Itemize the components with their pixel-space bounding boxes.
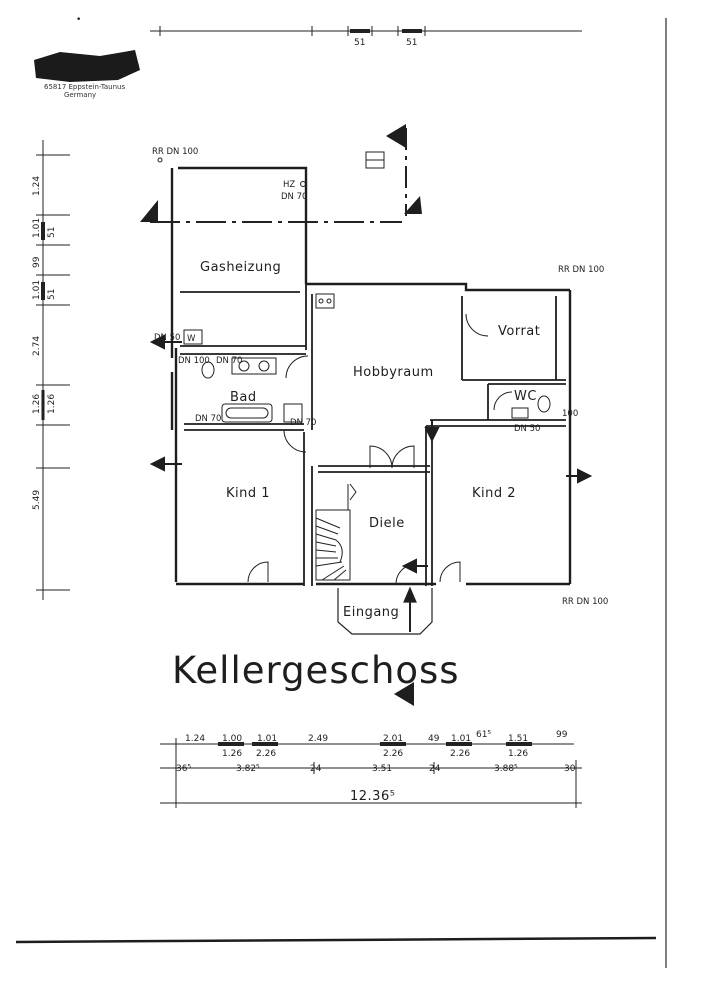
note-dn100-bath: DN 100 [178, 356, 210, 366]
bottom-dim-r2-3: 2.26 [383, 749, 403, 759]
interior-walls [180, 284, 566, 586]
bottom-dim-r1-1: 1.24 [185, 734, 205, 744]
left-dim-3: 51 [47, 227, 57, 238]
bottom-dim-r3-3: 24 [310, 764, 322, 774]
note-dn50-wc: DN 50 [514, 424, 540, 434]
bottom-dim-total: 12.36⁵ [350, 789, 395, 804]
bottom-dimension-labels: 1.24 1.00 1.01 2.49 2.01 49 1.01 61⁵ 1.5… [176, 730, 576, 804]
bottom-dim-r1-8: 61⁵ [476, 730, 491, 740]
left-dim-8: 1.26 [32, 394, 42, 414]
bottom-dim-r2-4: 2.26 [450, 749, 470, 759]
section-markers [140, 124, 422, 706]
bottom-dim-r3-2: 3.82⁵ [236, 764, 260, 774]
note-dn100-wc: 100 [562, 409, 578, 419]
plan-title: Kellergeschoss [172, 649, 460, 692]
bottom-dim-r1-6: 49 [428, 734, 440, 744]
bottom-dim-r1-7: 1.01 [451, 734, 471, 744]
room-gasheizung: Gasheizung [200, 260, 281, 275]
note-dn70-tub: DN 70 [195, 414, 221, 424]
bottom-dim-r2-2: 2.26 [256, 749, 276, 759]
bottom-dim-r3-4: 3.51 [372, 764, 392, 774]
room-eingang: Eingang [343, 605, 399, 620]
fixtures [183, 151, 551, 423]
address-line-2: Germany [64, 91, 96, 99]
top-dim-1: 51 [354, 38, 365, 48]
note-rr-bottom: RR DN 100 [562, 597, 608, 607]
left-dim-5: 1.01 [32, 280, 42, 300]
redaction-mark [34, 50, 140, 82]
left-dim-6: 51 [47, 289, 57, 300]
room-labels: Gasheizung Hobbyraum Vorrat Bad WC Kind … [200, 260, 540, 620]
note-dn70-right: DN 70 [290, 418, 316, 428]
exterior-walls [170, 166, 572, 586]
note-hz: HZ [283, 180, 295, 190]
top-dimension-chain: 51 51 [150, 26, 582, 48]
room-vorrat: Vorrat [498, 324, 540, 339]
room-kind1: Kind 1 [226, 486, 270, 501]
bottom-dim-r2-1: 1.26 [222, 749, 242, 759]
room-wc: WC [514, 389, 537, 404]
room-diele: Diele [369, 516, 405, 531]
room-hobbyraum: Hobbyraum [353, 365, 434, 380]
left-dim-9: 1.26 [47, 394, 57, 414]
room-bad: Bad [230, 390, 257, 405]
bottom-dim-r1-10: 99 [556, 730, 568, 740]
left-dimension-chain [36, 140, 70, 600]
address-line-1: 65817 Eppstein-Taunus [44, 83, 125, 91]
note-rr-right: RR DN 100 [558, 265, 604, 275]
bottom-dim-r1-2: 1.00 [222, 734, 242, 744]
bottom-dim-r1-9: 1.51 [508, 734, 528, 744]
corner-mark: • [76, 15, 81, 25]
entrance-porch [337, 586, 433, 635]
left-dim-4: 99 [32, 256, 42, 268]
top-dim-2: 51 [406, 38, 417, 48]
drain-arrows [149, 334, 593, 574]
bottom-dim-r2-5: 1.26 [508, 749, 528, 759]
room-kind2: Kind 2 [472, 486, 516, 501]
left-dim-10: 5.49 [32, 490, 42, 510]
note-rr-top: RR DN 100 [152, 147, 198, 157]
bottom-dim-r1-4: 2.49 [308, 734, 328, 744]
bottom-dim-r3-1: 36⁵ [176, 764, 191, 774]
bottom-dim-r1-5: 2.01 [383, 734, 403, 744]
note-dn70-bath: DN 70 [216, 356, 242, 366]
note-dn50-left: DN 50 [154, 333, 180, 343]
bottom-dim-r3-7: 30 [564, 764, 576, 774]
bottom-dim-r1-3: 1.01 [257, 734, 277, 744]
bottom-dim-r3-5: 24 [429, 764, 441, 774]
header-block: 65817 Eppstein-Taunus Germany • [34, 15, 140, 99]
left-dimension-labels: 1.24 1.01 51 99 1.01 51 2.74 1.26 1.26 5… [32, 176, 57, 510]
bottom-dim-r3-6: 3.88⁵ [494, 764, 518, 774]
left-dim-1: 1.24 [32, 176, 42, 196]
pipe-notes: RR DN 100 RR DN 100 RR DN 100 HZ DN 70 D… [152, 147, 608, 607]
note-hz-dn: DN 70 [281, 192, 307, 202]
note-w: W [187, 334, 196, 344]
footer-rule [15, 936, 657, 944]
left-dim-7: 2.74 [32, 336, 42, 356]
staircase [315, 483, 357, 581]
bottom-dimension-lines [160, 738, 582, 808]
left-dim-2: 1.01 [32, 218, 42, 238]
